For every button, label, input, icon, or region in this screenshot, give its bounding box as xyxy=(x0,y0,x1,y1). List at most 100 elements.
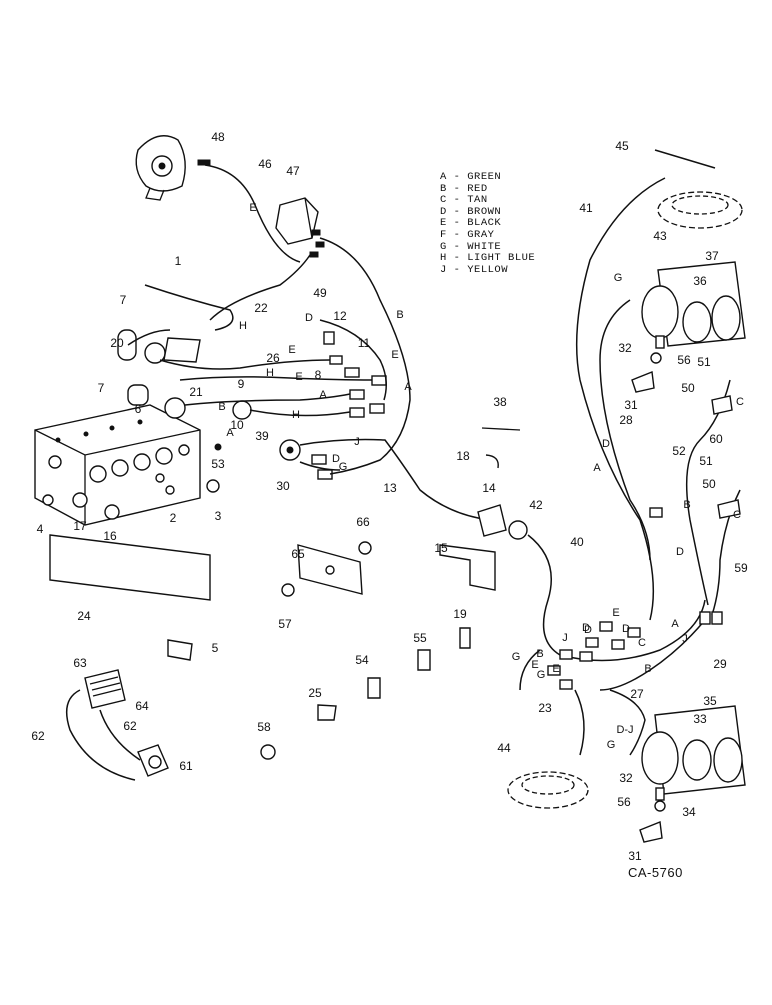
callout-number: 26 xyxy=(266,351,280,365)
callout-number: 9 xyxy=(238,377,245,391)
panel-cover xyxy=(49,534,211,601)
wire-color-letter: D xyxy=(305,312,313,324)
wire-color-letter: B xyxy=(644,663,651,675)
callout-number: 65 xyxy=(291,547,305,561)
wire-color-letter: C xyxy=(736,396,744,408)
lower-lamp xyxy=(639,705,746,843)
legend-entry: D - BROWN xyxy=(440,205,502,218)
legend-color: WHITE xyxy=(467,240,502,253)
callout-number: 63 xyxy=(73,656,87,670)
callout-number: 13 xyxy=(383,481,397,495)
legend-entry: F - GRAY xyxy=(440,228,495,241)
wire-color-letter: B xyxy=(218,401,225,413)
callout-number: 25 xyxy=(308,686,322,700)
callout-number: 61 xyxy=(179,759,193,773)
legend-color: TAN xyxy=(467,194,488,207)
wire-color-letter: C xyxy=(638,637,646,649)
callout-number: 33 xyxy=(693,712,707,726)
legend-code: J xyxy=(440,263,447,276)
callout-number: 44 xyxy=(497,741,511,755)
horn xyxy=(135,135,211,201)
light-switch xyxy=(439,504,528,591)
callout-number: 51 xyxy=(697,355,711,369)
callout-number: 23 xyxy=(538,701,552,715)
wire-color-letter: G xyxy=(614,272,623,284)
wire-color-letter: D xyxy=(582,622,590,634)
callout-number: 58 xyxy=(257,720,271,734)
wire-color-letter: B xyxy=(683,499,690,511)
wire-color-letter: D-J xyxy=(616,724,633,736)
callout-number: 16 xyxy=(103,529,117,543)
harness-connectors xyxy=(311,331,387,480)
legend-code: B xyxy=(440,182,447,195)
legend-code: A xyxy=(440,171,447,183)
callout-number: 1 xyxy=(175,254,182,268)
legend-entry: E - BLACK xyxy=(440,217,502,230)
wire-color-letter: E xyxy=(249,202,256,214)
wire-color-letter: G xyxy=(339,461,348,473)
callout-number: 32 xyxy=(619,771,633,785)
callout-number: 47 xyxy=(286,164,300,178)
legend-code: C xyxy=(440,194,447,207)
callout-number: 64 xyxy=(135,699,149,713)
wire-color-letter: H xyxy=(239,320,247,332)
callout-number: 2 xyxy=(170,511,177,525)
callout-number: 50 xyxy=(702,477,716,491)
callout-number: 31 xyxy=(624,398,638,412)
wire-color-letter: G xyxy=(512,651,521,663)
legend-color: LIGHT BLUE xyxy=(467,252,536,265)
wire-color-letter: D xyxy=(332,453,340,465)
hardware-parts xyxy=(167,427,521,760)
callout-number: 6 xyxy=(135,402,142,416)
legend-code: H xyxy=(440,252,447,265)
callout-number: 24 xyxy=(77,609,91,623)
callout-number: 60 xyxy=(709,432,723,446)
wire-color-letter: A xyxy=(593,462,601,474)
callout-number: 31 xyxy=(628,849,642,863)
legend-entry: A - GREEN xyxy=(440,171,502,183)
callout-number: 59 xyxy=(734,561,748,575)
wire-color-letter: A xyxy=(671,618,679,630)
callout-number: 40 xyxy=(570,535,584,549)
callout-number: 37 xyxy=(705,249,719,263)
wire-color-letter: E xyxy=(612,607,619,619)
callout-number: 51 xyxy=(699,454,713,468)
legend-entry: G - WHITE xyxy=(440,240,502,253)
callout-number: 52 xyxy=(672,444,686,458)
legend-color: GRAY xyxy=(467,228,495,241)
callout-number: 38 xyxy=(493,395,507,409)
reflector-rings xyxy=(507,191,743,809)
wire-color-letter: J xyxy=(682,633,688,645)
wire-color-letter: C xyxy=(733,509,741,521)
callout-number: 18 xyxy=(456,449,470,463)
callout-number: 56 xyxy=(677,353,691,367)
callout-number: 66 xyxy=(356,515,370,529)
wire-color-letter: D xyxy=(602,438,610,450)
wire-color-letter: E xyxy=(288,344,295,356)
legend-color: GREEN xyxy=(467,171,502,183)
callout-number: 45 xyxy=(615,139,629,153)
callout-number: 55 xyxy=(413,631,427,645)
wire-color-letter: E xyxy=(391,349,398,361)
callout-number: 50 xyxy=(681,381,695,395)
callout-number: 49 xyxy=(313,286,327,300)
callout-number: 22 xyxy=(254,301,268,315)
wire-color-letter: H xyxy=(292,409,300,421)
wire-color-letter: B xyxy=(396,309,403,321)
callout-number: 57 xyxy=(278,617,292,631)
legend-color: BLACK xyxy=(467,217,502,230)
wire-color-letter: E xyxy=(295,371,302,383)
wire-color-letter: J xyxy=(354,436,360,448)
callout-number: 62 xyxy=(31,729,45,743)
callout-number: 41 xyxy=(579,201,593,215)
callout-number: 32 xyxy=(618,341,632,355)
callout-number: 15 xyxy=(434,541,448,555)
callout-number: 54 xyxy=(355,653,369,667)
wire-color-letter: B xyxy=(536,648,543,660)
wire-color-letter: J xyxy=(562,632,568,644)
callout-number: 36 xyxy=(693,274,707,288)
legend-entry: C - TAN xyxy=(440,194,488,207)
